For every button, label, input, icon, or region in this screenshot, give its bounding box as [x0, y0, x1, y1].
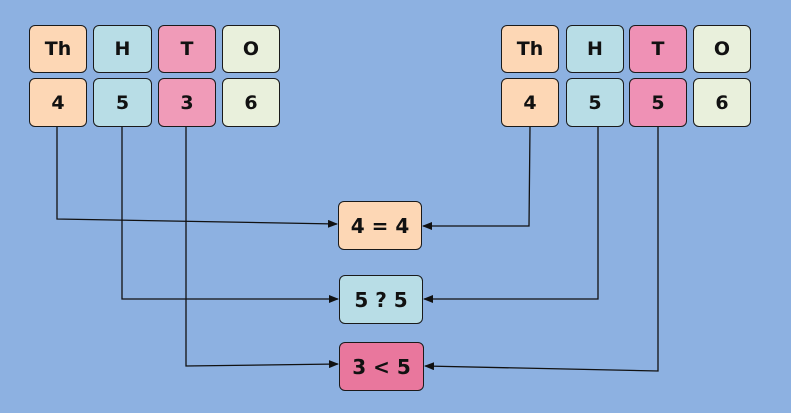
hundreds-left-arrow: [121, 127, 339, 303]
compare-hundreds-box: 5 ? 5: [339, 275, 423, 324]
compare-thousands-box: 4 = 4: [338, 201, 422, 250]
right-header-hundreds: H: [566, 25, 624, 73]
left-digit-hundreds: 5: [93, 78, 152, 127]
left-header-hundreds: H: [93, 25, 152, 73]
right-header-tens: T: [629, 25, 687, 73]
compare-tens-box: 3 < 5: [339, 342, 424, 391]
left-digit-thousands: 4: [29, 78, 87, 127]
tens-left-arrow: [185, 127, 339, 369]
right-digit-thousands: 4: [501, 78, 559, 127]
left-digit-tens: 3: [158, 78, 216, 127]
right-digit-tens: 5: [629, 78, 687, 127]
right-digit-hundreds: 5: [566, 78, 624, 127]
left-header-tens: T: [158, 25, 216, 73]
left-header-thousands: Th: [29, 25, 87, 73]
thousands-left-arrow: [56, 127, 338, 228]
left-digit-ones: 6: [222, 78, 280, 127]
tens-right-arrow: [424, 127, 659, 372]
right-header-thousands: Th: [501, 25, 559, 73]
thousands-right-arrow: [422, 126, 531, 230]
right-digit-ones: 6: [693, 78, 751, 127]
left-header-ones: O: [222, 25, 280, 73]
hundreds-right-arrow: [423, 127, 599, 303]
right-header-ones: O: [693, 25, 751, 73]
